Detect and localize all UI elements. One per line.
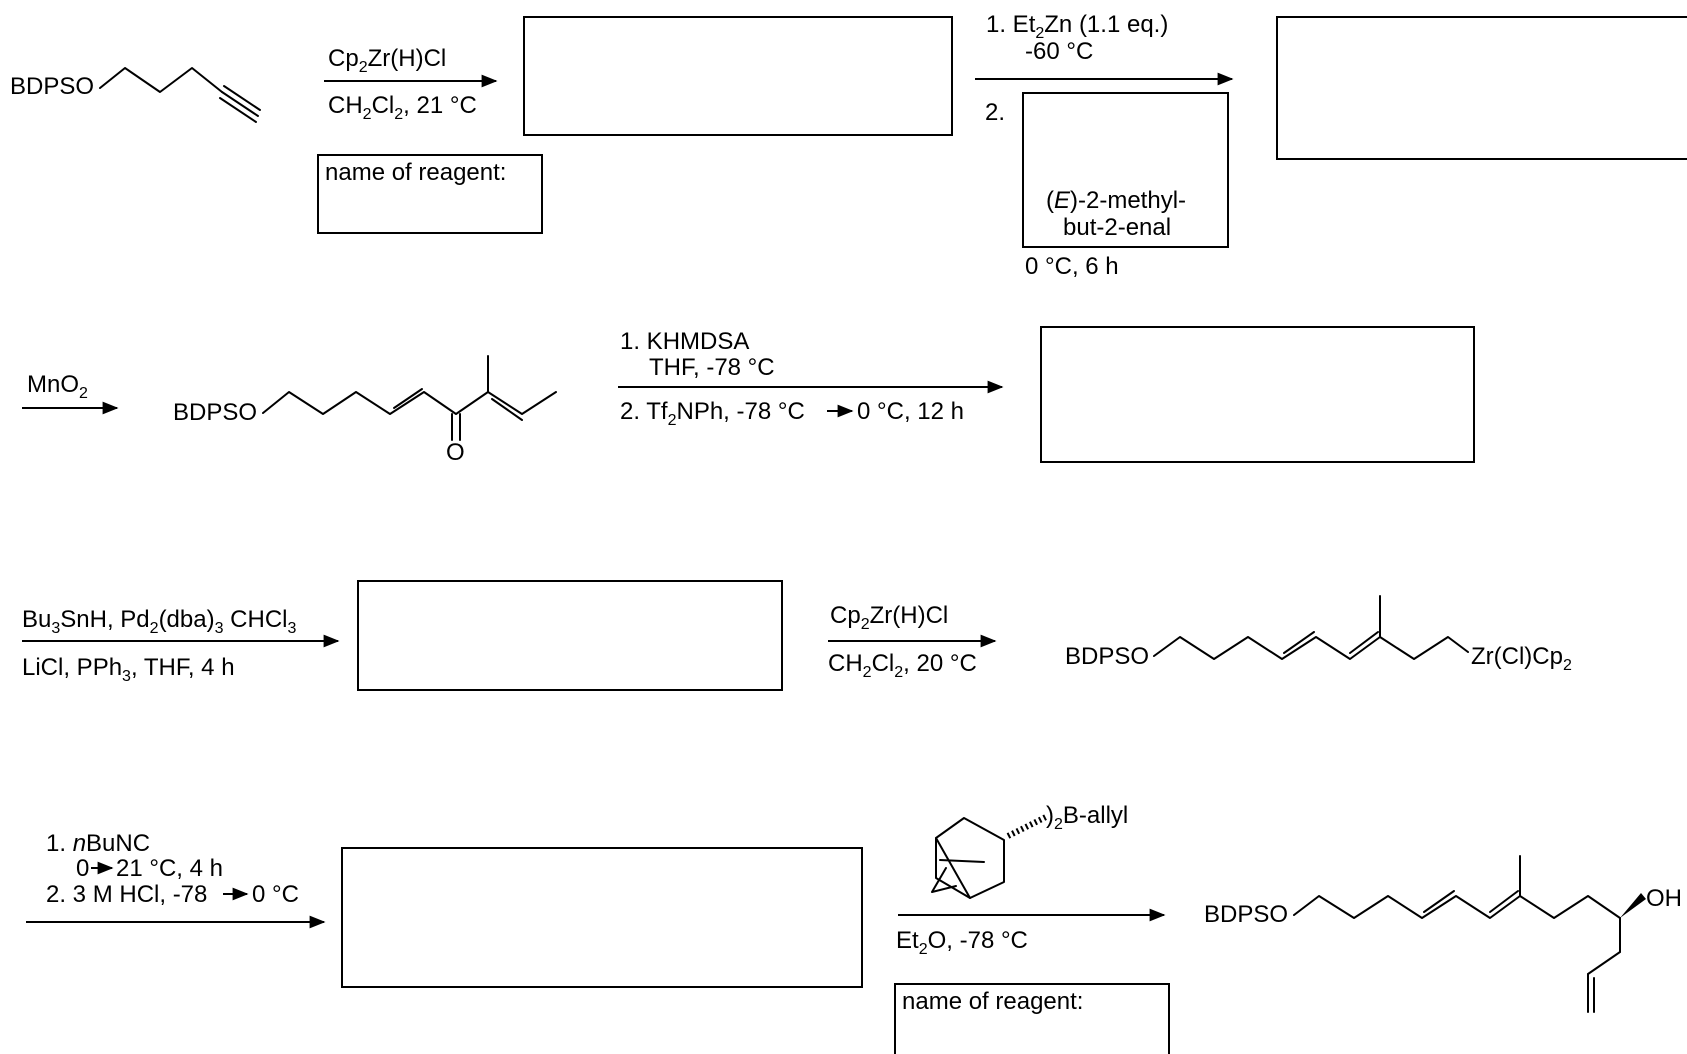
- alkyne-skeleton: [99, 67, 223, 93]
- step5-stannylation: Bu3SnH, Pd2(dba)3 CHCl3 LiCl, PPh3, THF,…: [22, 606, 340, 685]
- homoallylic-alcohol: BDPSO OH: [1204, 855, 1682, 1013]
- zr-diene-double-1: [1283, 631, 1315, 654]
- triple-bond-c: [219, 97, 257, 123]
- oxidant: MnO2: [27, 371, 88, 402]
- pinane-bridge-a: [935, 837, 971, 899]
- step1-hydrozirconation: Cp2Zr(H)Cl CH2Cl2, 21 °C: [324, 45, 498, 123]
- carbonyl-oxygen: O: [446, 439, 465, 466]
- step1-solvent: CH2Cl2, 21 °C: [328, 92, 477, 123]
- step2-conditions: 0 °C, 6 h: [1025, 253, 1119, 280]
- step4-line2: THF, -78 °C: [649, 354, 775, 381]
- alkene-double-2: [491, 398, 523, 421]
- aldehyde-box[interactable]: [1022, 92, 1229, 248]
- step7-line2-b: 21 °C, 4 h: [116, 855, 223, 882]
- starting-alkyne: BDPSO: [10, 67, 261, 123]
- bdpso-label: BDPSO: [10, 73, 94, 100]
- step4-line3-end: 0 °C, 12 h: [857, 398, 964, 425]
- dienone: BDPSO O: [173, 355, 557, 466]
- zr-group: Zr(Cl)Cp2: [1471, 643, 1572, 674]
- hydroxyl-label: OH: [1646, 885, 1682, 912]
- step8-solvent: Et2O, -78 °C: [896, 927, 1028, 958]
- reagent-name-label-1: name of reagent:: [325, 159, 506, 186]
- step3-oxidation: MnO2: [22, 371, 119, 415]
- wedge-bond-oh: [1620, 893, 1646, 918]
- pinane-gem-dimethyl: [931, 867, 957, 893]
- step5-conditions: LiCl, PPh3, THF, 4 h: [22, 654, 235, 685]
- bdpso-label: BDPSO: [173, 399, 257, 426]
- step8-allylboration: )2B-allyl Et2O, -78 °C: [896, 802, 1166, 958]
- bdpso-label: BDPSO: [1065, 643, 1149, 670]
- alcohol-diene-double-2: [1489, 890, 1519, 913]
- answer-box-5[interactable]: [341, 847, 863, 988]
- reagent-name-box-2[interactable]: [894, 983, 1170, 1054]
- zr-diene-double-2: [1349, 631, 1379, 654]
- step2-line2: -60 °C: [1025, 38, 1093, 65]
- bdpso-label: BDPSO: [1204, 901, 1288, 928]
- answer-box-1[interactable]: [523, 16, 953, 136]
- step7-isonitrile-insertion: 1. nBuNC 0 21 °C, 4 h 2. 3 M HCl, -78 0 …: [26, 830, 326, 929]
- step6-solvent: CH2Cl2, 20 °C: [828, 650, 977, 681]
- triple-bond-a: [221, 91, 259, 117]
- step7-line2-a: 0: [76, 855, 89, 882]
- answer-box-2[interactable]: [1276, 16, 1687, 160]
- step7-line3-a: 2. 3 M HCl, -78: [46, 881, 207, 908]
- borane-label: )2B-allyl: [1046, 802, 1128, 833]
- step7-line3-b: 0 °C: [252, 881, 299, 908]
- zirconium-skeleton: [1153, 636, 1469, 660]
- step4-line3: 2. Tf2NPh, -78 °C: [620, 398, 805, 429]
- step2-line1: 1. Et2Zn (1.1 eq.): [986, 11, 1168, 42]
- step6-reagent: Cp2Zr(H)Cl: [830, 602, 948, 633]
- step2-line3: 2.: [985, 99, 1005, 126]
- reagent-name-box-1[interactable]: [317, 154, 543, 234]
- aldehyde-name-line1: (E)-2-methyl-: [1046, 187, 1186, 214]
- alkene-double-1: [393, 388, 423, 409]
- alkylzirconium: BDPSO Zr(Cl)Cp2: [1065, 595, 1572, 674]
- pinane-bridge-b: [939, 859, 985, 863]
- pinanyl-borane-structure: )2B-allyl: [931, 802, 1128, 899]
- dienone-skeleton: [262, 391, 557, 415]
- step7-line1: 1. nBuNC: [46, 830, 150, 857]
- alcohol-diene-double-1: [1423, 890, 1455, 913]
- aldehyde-name-line2: but-2-enal: [1063, 214, 1171, 241]
- step4-triflation: 1. KHMDSA THF, -78 °C 2. Tf2NPh, -78 °C …: [618, 328, 1004, 429]
- alcohol-skeleton: [1293, 895, 1621, 919]
- reagent-name-label-2: name of reagent:: [902, 988, 1083, 1015]
- step1-reagent: Cp2Zr(H)Cl: [328, 45, 446, 76]
- answer-box-4[interactable]: [357, 580, 783, 691]
- step6-hydrozirconation: Cp2Zr(H)Cl CH2Cl2, 20 °C: [828, 602, 997, 681]
- triple-bond-b: [223, 85, 261, 111]
- allyl-chain-2: [1587, 951, 1621, 975]
- answer-box-3[interactable]: [1040, 326, 1475, 463]
- step4-line1: 1. KHMDSA: [620, 328, 749, 355]
- step2-addition: 1. Et2Zn (1.1 eq.) -60 °C 2. (E)-2-methy…: [975, 11, 1234, 280]
- hashed-wedge: [1006, 813, 1050, 839]
- step5-reagents: Bu3SnH, Pd2(dba)3 CHCl3: [22, 606, 297, 637]
